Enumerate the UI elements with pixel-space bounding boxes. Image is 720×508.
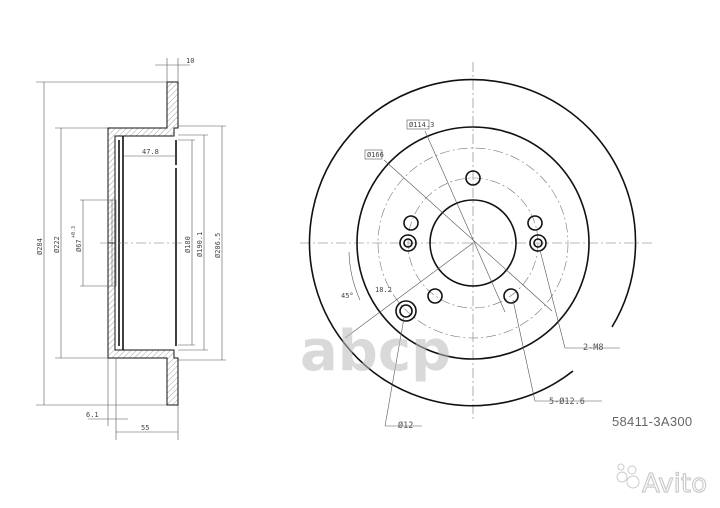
leader-lines bbox=[344, 130, 620, 427]
dim-55: 55 bbox=[141, 424, 149, 432]
threaded-holes bbox=[399, 234, 547, 252]
dim-d114-3: Ø114.3 bbox=[409, 121, 434, 129]
pcd-166-circle bbox=[377, 147, 569, 339]
dim-angle-45: 45° bbox=[341, 292, 354, 300]
dimension-lines bbox=[36, 58, 226, 440]
part-number: 58411-3A300 bbox=[612, 414, 692, 429]
center-bore-circle bbox=[429, 199, 517, 287]
dim-depth-47-8: 47.8 bbox=[142, 148, 159, 156]
dim-thickness-10: 10 bbox=[186, 57, 194, 65]
disc-outer-edge bbox=[308, 78, 637, 407]
callout-d12: Ø12 bbox=[398, 420, 413, 431]
dim-d180: Ø180 bbox=[184, 236, 192, 253]
avito-logo-dot bbox=[616, 471, 628, 483]
m8-hole bbox=[399, 234, 417, 252]
hat-outer-circle bbox=[356, 126, 590, 360]
avito-logo-dot bbox=[617, 463, 625, 471]
stud-hole bbox=[527, 215, 543, 231]
abcp-watermark: abcp bbox=[300, 319, 451, 384]
avito-logo-dot bbox=[627, 465, 637, 475]
center-bore bbox=[111, 199, 117, 287]
pcd-114-circle bbox=[407, 177, 539, 309]
stud-hole bbox=[503, 288, 519, 304]
stud-hole bbox=[403, 215, 419, 231]
side-section-view: 10 Ø284 Ø222 Ø67 +0.3 47.8 Ø180 Ø190.1 Ø… bbox=[36, 57, 226, 440]
pin-hole-outer bbox=[395, 300, 417, 322]
m8-hole bbox=[529, 234, 547, 252]
dim-d190-1: Ø190.1 bbox=[196, 232, 204, 257]
dim-d206-5: Ø206.5 bbox=[214, 233, 222, 258]
callout-5-d12-6: 5-Ø12.6 bbox=[549, 396, 585, 407]
avito-logo-dot bbox=[626, 475, 640, 489]
dim-6-1: 6.1 bbox=[86, 411, 99, 419]
disc-section-lower bbox=[107, 242, 179, 406]
dim-d67-tolerance: +0.3 bbox=[71, 226, 77, 238]
front-view: Ø114.3 Ø166 45° 18.2 2-M8 5-Ø12.6 Ø12 bbox=[300, 62, 655, 431]
dim-box-d166 bbox=[364, 149, 383, 160]
dim-d222: Ø222 bbox=[53, 236, 61, 253]
pin-hole bbox=[395, 300, 417, 322]
callout-2-m8: 2-M8 bbox=[583, 343, 603, 353]
dim-d166: Ø166 bbox=[367, 151, 384, 159]
stud-hole bbox=[465, 170, 481, 186]
dim-d284: Ø284 bbox=[36, 238, 44, 255]
disc-section-upper bbox=[107, 81, 179, 244]
avito-watermark-text: Avito bbox=[642, 469, 707, 499]
dim-18-2: 18.2 bbox=[375, 286, 392, 294]
stud-holes bbox=[403, 170, 543, 304]
avito-watermark: Avito bbox=[616, 463, 708, 500]
m8-hole-inner bbox=[403, 238, 413, 248]
dim-box-d114 bbox=[406, 119, 430, 130]
dim-d67: Ø67 bbox=[75, 239, 83, 252]
m8-hole-inner bbox=[533, 238, 543, 248]
pin-hole-inner bbox=[399, 304, 413, 318]
stud-hole bbox=[427, 288, 443, 304]
